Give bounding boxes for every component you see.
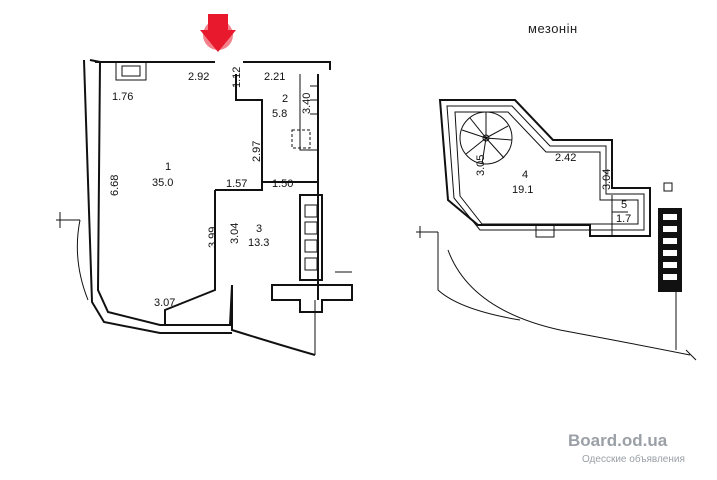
watermark-tagline: Одесские объявления xyxy=(582,453,685,465)
room-area: 19.1 xyxy=(512,184,533,196)
room-number: 5 xyxy=(621,199,627,211)
room-area: 5.8 xyxy=(272,108,287,120)
room-number: 2 xyxy=(282,93,288,105)
radiator-block xyxy=(658,208,682,292)
dim-label: 2.21 xyxy=(264,71,285,83)
dim-label: 3.07 xyxy=(154,297,175,309)
dim-label: 3.05 xyxy=(475,155,487,176)
dim-label: 1.57 xyxy=(226,178,247,190)
dim-label: 2.92 xyxy=(188,71,209,83)
dim-label: 1.12 xyxy=(231,67,243,88)
room-area: 1.7 xyxy=(616,213,631,225)
ground-floor-plan xyxy=(56,59,353,356)
room-area: 13.3 xyxy=(248,237,269,249)
location-marker-icon xyxy=(200,14,236,52)
dim-label: 1.76 xyxy=(112,91,133,103)
dim-label: 3.04 xyxy=(601,169,613,190)
dim-label: 3.40 xyxy=(301,93,313,114)
dim-label: 2.42 xyxy=(555,152,576,164)
watermark-site: Board.od.ua xyxy=(568,431,668,450)
dim-label: 1.50 xyxy=(272,178,293,190)
dim-label: 3.99 xyxy=(207,227,219,248)
spiral-stair-icon xyxy=(459,111,513,165)
mezzanine-plan xyxy=(416,99,697,361)
dim-label: 6.68 xyxy=(109,175,121,196)
mezzanine-title: мезонін xyxy=(528,21,578,36)
room-number: 4 xyxy=(522,169,528,181)
room-area: 35.0 xyxy=(152,177,173,189)
room-number: 3 xyxy=(256,223,262,235)
room-number: 1 xyxy=(165,161,171,173)
dim-label: 3.04 xyxy=(229,223,241,244)
dim-label: 2.97 xyxy=(251,141,263,162)
